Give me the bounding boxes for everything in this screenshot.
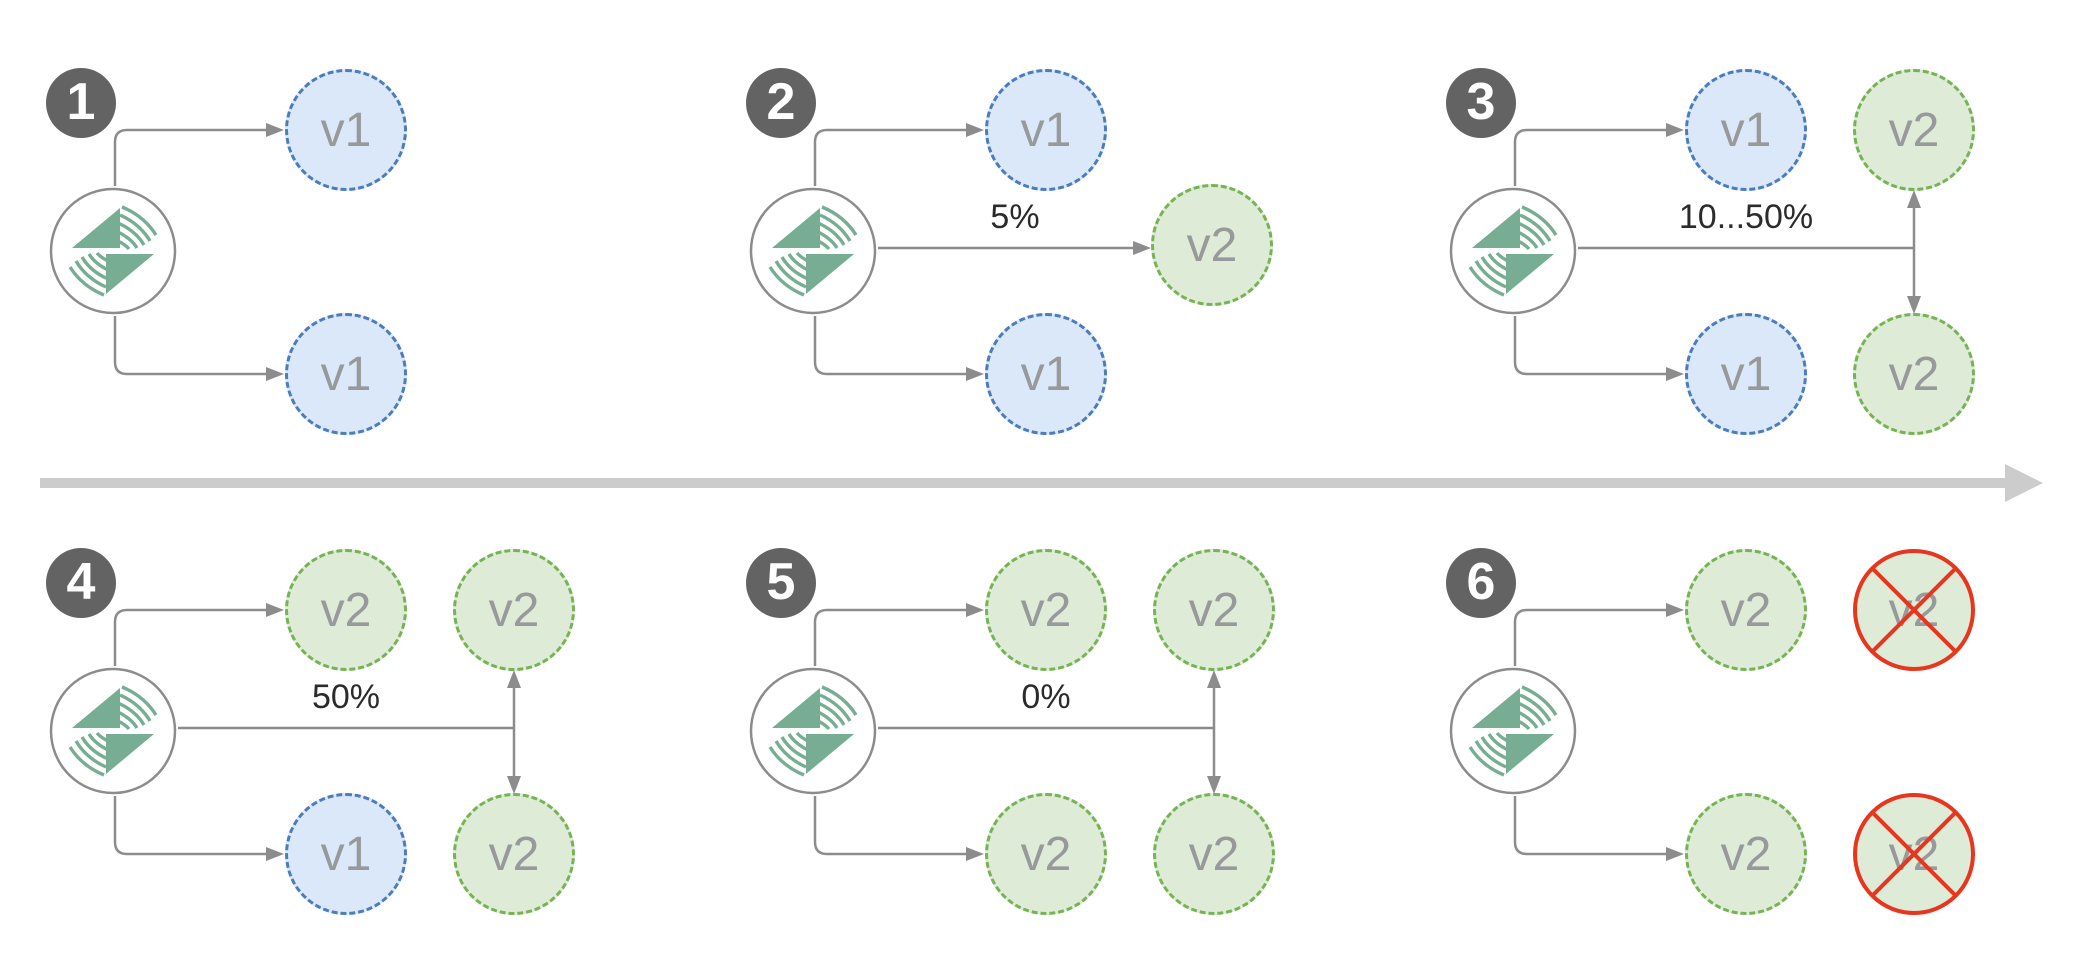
node-label: v2 bbox=[1188, 583, 1240, 637]
connector-lines bbox=[113, 123, 284, 381]
node-v2: v2 bbox=[985, 793, 1107, 915]
stage-1: 1 v1 v1 bbox=[0, 0, 690, 470]
step-badge: 4 bbox=[46, 548, 116, 618]
traffic-percent-label: 0% bbox=[1021, 678, 1071, 716]
connector-lines bbox=[1513, 603, 1684, 861]
node-label: v1 bbox=[1020, 103, 1072, 157]
traffic-percent-label: 50% bbox=[311, 678, 381, 716]
node-label: v1 bbox=[320, 347, 372, 401]
node-label: v2 bbox=[1720, 583, 1772, 637]
node-label: v2 bbox=[1888, 583, 1940, 637]
node-v2: v2 bbox=[1151, 184, 1273, 306]
node-label: v2 bbox=[1188, 827, 1240, 881]
flagger-logo-icon bbox=[749, 187, 877, 315]
stage-6: 6 v2 v2 bbox=[1400, 480, 2086, 950]
node-label: v2 bbox=[488, 827, 540, 881]
stage-2: 2 5% v1 v1 bbox=[700, 0, 1390, 470]
node-v1: v1 bbox=[985, 69, 1107, 191]
node-v2: v2 bbox=[985, 549, 1107, 671]
node-v1: v1 bbox=[285, 313, 407, 435]
flagger-logo-icon bbox=[1449, 187, 1577, 315]
step-badge: 3 bbox=[1446, 68, 1516, 138]
traffic-percent-label: 10...50% bbox=[1678, 198, 1814, 236]
flagger-logo-icon bbox=[49, 667, 177, 795]
connector-lines bbox=[813, 123, 1151, 381]
timeline-arrowhead-icon bbox=[2005, 464, 2043, 502]
node-v1: v1 bbox=[985, 313, 1107, 435]
node-v2: v2 bbox=[1685, 793, 1807, 915]
node-label: v1 bbox=[1720, 347, 1772, 401]
node-label: v2 bbox=[1888, 103, 1940, 157]
node-v1: v1 bbox=[285, 793, 407, 915]
node-v2-removed: v2 bbox=[1853, 793, 1975, 915]
node-v2: v2 bbox=[453, 549, 575, 671]
node-v2: v2 bbox=[1853, 313, 1975, 435]
node-label: v1 bbox=[1720, 103, 1772, 157]
node-v2: v2 bbox=[1685, 549, 1807, 671]
node-label: v1 bbox=[320, 103, 372, 157]
timeline-arrow bbox=[40, 478, 2005, 488]
node-v1: v1 bbox=[1685, 313, 1807, 435]
connector-lines bbox=[813, 603, 1221, 861]
step-badge: 2 bbox=[746, 68, 816, 138]
connector-lines bbox=[1513, 123, 1921, 381]
node-v1: v1 bbox=[1685, 69, 1807, 191]
flagger-logo-icon bbox=[749, 667, 877, 795]
node-v2: v2 bbox=[1153, 793, 1275, 915]
node-v2-removed: v2 bbox=[1853, 549, 1975, 671]
node-label: v1 bbox=[320, 827, 372, 881]
stage-4: 4 50% v2 v2 bbox=[0, 480, 690, 950]
node-label: v2 bbox=[488, 583, 540, 637]
node-v2: v2 bbox=[453, 793, 575, 915]
traffic-percent-label: 5% bbox=[990, 198, 1040, 236]
node-label: v2 bbox=[1888, 827, 1940, 881]
flagger-logo-icon bbox=[1449, 667, 1577, 795]
node-v2: v2 bbox=[1853, 69, 1975, 191]
flagger-logo-icon bbox=[49, 187, 177, 315]
node-label: v2 bbox=[320, 583, 372, 637]
node-label: v2 bbox=[1888, 347, 1940, 401]
node-label: v2 bbox=[1020, 583, 1072, 637]
stage-5: 5 0% v2 v2 bbox=[700, 480, 1390, 950]
node-v2: v2 bbox=[285, 549, 407, 671]
node-label: v2 bbox=[1020, 827, 1072, 881]
step-badge: 5 bbox=[746, 548, 816, 618]
node-label: v1 bbox=[1020, 347, 1072, 401]
node-v2: v2 bbox=[1153, 549, 1275, 671]
step-badge: 6 bbox=[1446, 548, 1516, 618]
node-label: v2 bbox=[1186, 218, 1238, 272]
step-badge: 1 bbox=[46, 68, 116, 138]
stage-3: 3 10...50% v1 v2 bbox=[1400, 0, 2086, 470]
connector-lines bbox=[113, 603, 521, 861]
node-label: v2 bbox=[1720, 827, 1772, 881]
node-v1: v1 bbox=[285, 69, 407, 191]
